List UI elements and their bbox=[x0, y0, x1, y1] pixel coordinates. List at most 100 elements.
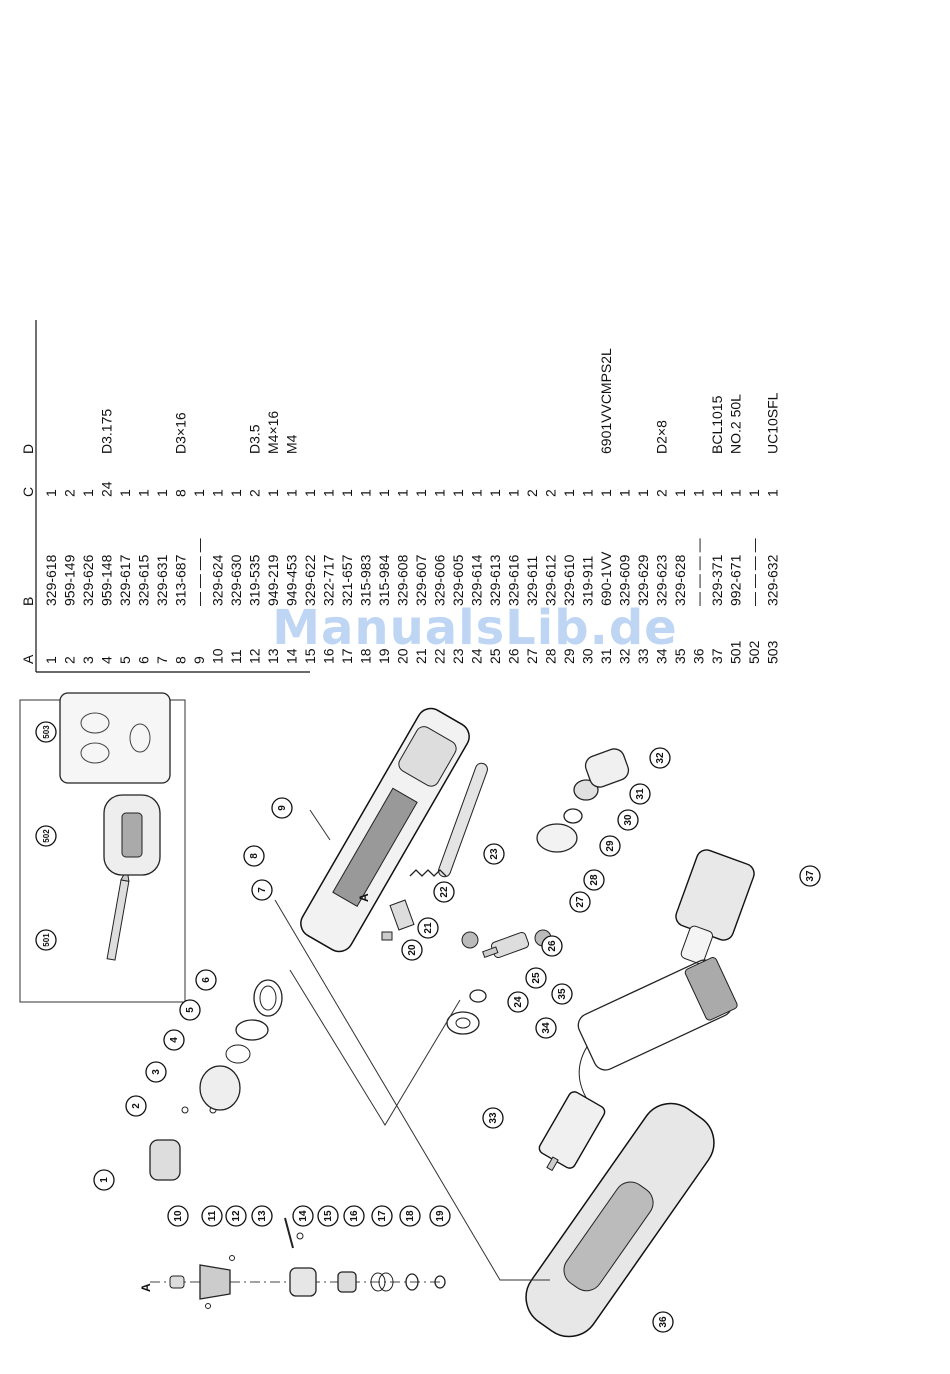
row-quantity: 1 bbox=[432, 489, 448, 497]
table-body: ABCD1329-61812959-14923329-62614959-1482… bbox=[20, 348, 781, 664]
callout-7: 7 bbox=[251, 879, 273, 901]
spring-22 bbox=[409, 869, 447, 877]
row-quantity: 1 bbox=[765, 489, 781, 497]
row-remark: NO.2 50L bbox=[728, 394, 744, 454]
marker-layer: AA bbox=[139, 893, 371, 1292]
battery-pack-37 bbox=[675, 849, 755, 964]
row-quantity: 1 bbox=[617, 489, 633, 497]
spindle-assembly-11 bbox=[199, 1264, 231, 1300]
callout-10: 10 bbox=[167, 1205, 189, 1227]
row-item-number: 502 bbox=[746, 640, 762, 664]
svg-text:19: 19 bbox=[435, 1210, 446, 1222]
row-quantity: 1 bbox=[265, 489, 281, 497]
row-item-number: 20 bbox=[395, 648, 411, 664]
row-part-code: 329-628 bbox=[672, 554, 688, 606]
row-quantity: 1 bbox=[469, 489, 485, 497]
row-item-number: 19 bbox=[376, 648, 392, 664]
callout-5: 5 bbox=[179, 999, 201, 1021]
row-part-code: — — — — bbox=[746, 538, 762, 606]
svg-text:22: 22 bbox=[439, 886, 450, 898]
callout-24: 24 bbox=[507, 991, 529, 1013]
housing-clamp-15 bbox=[289, 1267, 317, 1297]
row-item-number: 32 bbox=[617, 648, 633, 664]
callout-13: 13 bbox=[251, 1205, 273, 1227]
callout-23: 23 bbox=[483, 843, 505, 865]
svg-text:32: 32 bbox=[655, 752, 666, 764]
battery-charger-502 bbox=[103, 794, 161, 876]
row-item-number: 6 bbox=[136, 656, 152, 664]
steel-ball-4 bbox=[225, 1044, 251, 1064]
row-item-number: 29 bbox=[561, 648, 577, 664]
row-part-code: 315-984 bbox=[376, 554, 392, 606]
ring-19 bbox=[434, 1275, 446, 1289]
row-item-number: 10 bbox=[210, 648, 226, 664]
row-item-number: 26 bbox=[506, 648, 522, 664]
gear-shaft-26 bbox=[482, 931, 530, 959]
row-quantity: 1 bbox=[228, 489, 244, 497]
row-remark: M4 bbox=[284, 434, 300, 454]
svg-text:6: 6 bbox=[201, 977, 212, 983]
row-item-number: 5 bbox=[117, 656, 133, 664]
row-item-number: 15 bbox=[302, 648, 318, 664]
row-quantity: 1 bbox=[672, 489, 688, 497]
ring-18 bbox=[405, 1273, 419, 1291]
row-part-code: 329-615 bbox=[136, 554, 152, 606]
callout-17: 17 bbox=[371, 1205, 393, 1227]
row-item-number: 36 bbox=[691, 648, 707, 664]
row-remark: M4×16 bbox=[265, 411, 281, 454]
row-quantity: 2 bbox=[524, 489, 540, 497]
row-quantity: 1 bbox=[136, 489, 152, 497]
svg-text:10: 10 bbox=[173, 1210, 184, 1222]
row-part-code: 313-687 bbox=[173, 554, 189, 606]
row-item-number: 501 bbox=[728, 640, 744, 664]
row-part-code: 315-983 bbox=[358, 554, 374, 606]
callout-8: 8 bbox=[243, 845, 265, 867]
svg-text:31: 31 bbox=[635, 788, 646, 800]
row-quantity: 1 bbox=[43, 489, 59, 497]
screw-13 bbox=[284, 1217, 294, 1249]
callout-4: 4 bbox=[163, 1029, 185, 1051]
row-item-number: 22 bbox=[432, 648, 448, 664]
row-part-code: — — — — bbox=[191, 538, 207, 606]
svg-text:3: 3 bbox=[151, 1069, 162, 1075]
svg-text:9: 9 bbox=[277, 805, 288, 811]
row-item-number: 37 bbox=[709, 648, 725, 664]
svg-text:18: 18 bbox=[405, 1210, 416, 1222]
row-item-number: 17 bbox=[339, 648, 355, 664]
row-quantity: 2 bbox=[62, 489, 78, 497]
svg-text:13: 13 bbox=[257, 1210, 268, 1222]
row-quantity: 1 bbox=[339, 489, 355, 497]
row-item-number: 31 bbox=[598, 648, 614, 664]
column-header-b: B bbox=[20, 597, 36, 606]
callout-14: 14 bbox=[292, 1205, 314, 1227]
callout-18: 18 bbox=[399, 1205, 421, 1227]
svg-text:20: 20 bbox=[407, 944, 418, 956]
lower-housing-36 bbox=[525, 1102, 715, 1338]
svg-text:2: 2 bbox=[131, 1103, 142, 1109]
callout-35: 35 bbox=[551, 983, 573, 1005]
svg-text:23: 23 bbox=[489, 848, 500, 860]
pin-12 bbox=[229, 1255, 235, 1261]
callout-502: 502 bbox=[35, 825, 57, 847]
row-quantity: 1 bbox=[191, 489, 207, 497]
wiring-switch-assembly-35 bbox=[577, 957, 738, 1110]
svg-text:12: 12 bbox=[231, 1210, 242, 1222]
row-part-code: 329-616 bbox=[506, 554, 522, 606]
svg-text:24: 24 bbox=[513, 996, 524, 1008]
ring-25 bbox=[469, 989, 487, 1003]
reference-marker-a: A bbox=[357, 893, 371, 902]
row-item-number: 8 bbox=[173, 656, 189, 664]
callout-503: 503 bbox=[35, 721, 57, 743]
svg-text:30: 30 bbox=[623, 814, 634, 826]
svg-text:501: 501 bbox=[42, 933, 51, 947]
callout-33: 33 bbox=[482, 1107, 504, 1129]
row-quantity: 1 bbox=[358, 489, 374, 497]
callout-34: 34 bbox=[535, 1017, 557, 1039]
column-header-c: C bbox=[20, 487, 36, 497]
row-quantity: 1 bbox=[635, 489, 651, 497]
row-quantity: 1 bbox=[728, 489, 744, 497]
pin-12b bbox=[205, 1303, 211, 1309]
gear-case-32 bbox=[584, 748, 630, 788]
spindle-10 bbox=[169, 1275, 185, 1289]
